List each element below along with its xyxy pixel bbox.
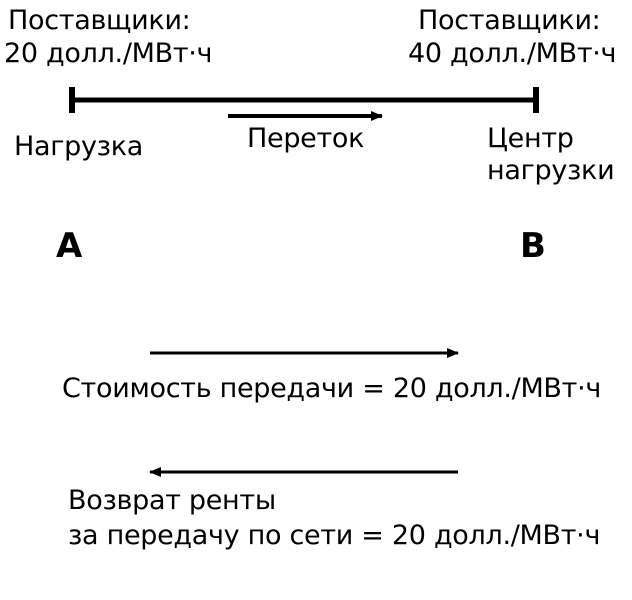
node-b-price: 40 долл./МВт·ч bbox=[408, 38, 617, 69]
rent-return-label-line1: Возврат ренты bbox=[68, 485, 276, 516]
node-b-suppliers-label: Поставщики: bbox=[418, 5, 601, 36]
node-a-suppliers-label: Поставщики: bbox=[8, 5, 191, 36]
node-a-label: A bbox=[56, 226, 83, 266]
node-a-price: 20 долл./МВт·ч bbox=[4, 38, 213, 69]
node-b-role-line2: нагрузки bbox=[487, 155, 615, 186]
node-a-role: Нагрузка bbox=[14, 131, 143, 162]
flow-label: Переток bbox=[247, 123, 365, 154]
node-b-role-line1: Центр bbox=[487, 123, 574, 154]
node-b-label: B bbox=[520, 226, 546, 266]
rent-return-label-line2: за передачу по сети = 20 долл./МВт·ч bbox=[68, 520, 601, 551]
transmission-cost-label: Стоимость передачи = 20 долл./МВт·ч bbox=[62, 373, 602, 404]
